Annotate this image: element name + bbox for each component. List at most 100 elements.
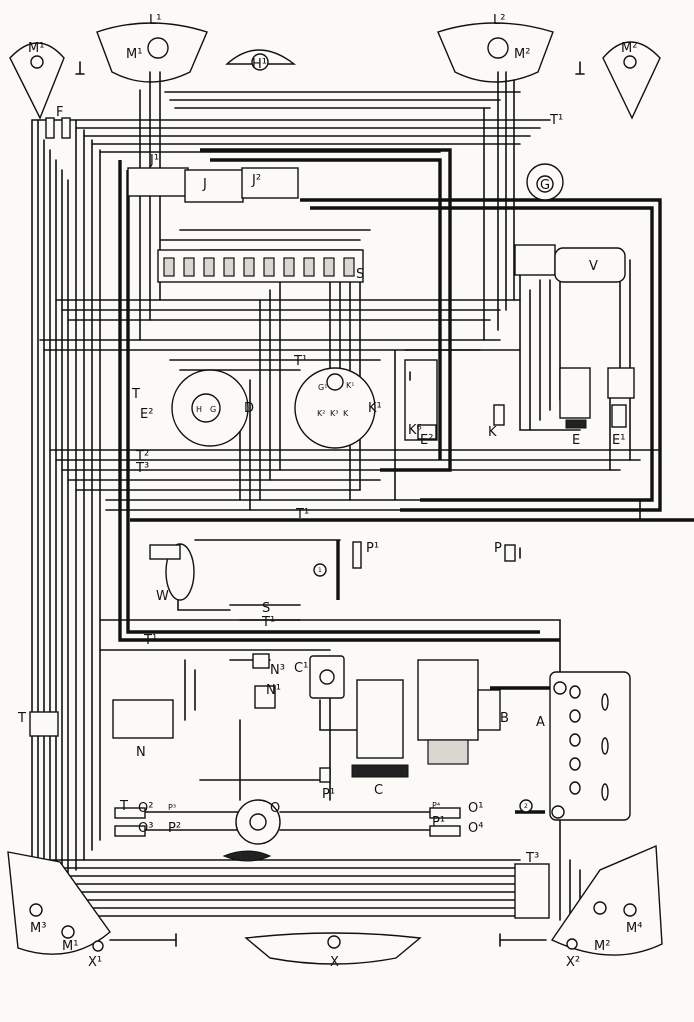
label-m1-left: M¹ bbox=[28, 41, 44, 56]
horn-housing: H¹ bbox=[225, 49, 297, 72]
front-left-turn-housing: M¹ bbox=[9, 41, 65, 120]
label-g1: G¹ bbox=[318, 383, 327, 392]
fuse-box: S bbox=[157, 249, 364, 283]
label-o4: O⁴ bbox=[468, 821, 483, 836]
label-n: N bbox=[136, 745, 146, 760]
regulator-c1: C¹ bbox=[294, 655, 345, 699]
label-d: D bbox=[244, 401, 254, 416]
door-switch-f: F bbox=[45, 105, 71, 139]
label-m4: M⁴ bbox=[626, 921, 642, 936]
label-m2-rear: M² bbox=[594, 939, 610, 954]
heater-w: W bbox=[149, 543, 195, 604]
label-g: G bbox=[540, 178, 550, 193]
label-ground-2: 2 bbox=[524, 803, 528, 810]
battery-a: A bbox=[536, 671, 631, 821]
label-o2: O² bbox=[138, 801, 153, 816]
label-t1-loop: T¹ bbox=[143, 633, 157, 648]
label-k1: K¹ bbox=[368, 401, 382, 416]
label-m3: M³ bbox=[30, 921, 46, 936]
label-h1: H¹ bbox=[252, 57, 267, 72]
headlight-right-housing: L² M² bbox=[437, 13, 554, 83]
label-p1-top: P¹ bbox=[366, 541, 379, 556]
label-t1-top: T¹ bbox=[293, 354, 307, 369]
label-t-left: T bbox=[17, 711, 26, 726]
wiper-motor: V bbox=[514, 244, 626, 283]
label-l1: L¹ bbox=[149, 13, 161, 28]
label-m2-right: M² bbox=[621, 41, 637, 56]
front-right-turn-housing: M² bbox=[602, 41, 661, 120]
label-w: W bbox=[156, 589, 169, 604]
relay-j: J bbox=[184, 169, 244, 203]
label-a: A bbox=[536, 715, 545, 730]
label-m2-headlight: M² bbox=[514, 47, 530, 62]
connector-t3-rear: T³ bbox=[514, 851, 550, 919]
label-c1: C¹ bbox=[294, 661, 308, 676]
label-e1: E¹ bbox=[612, 433, 625, 448]
tail-light-left: M³ M¹ X¹ bbox=[7, 851, 111, 970]
relay-j2: J² bbox=[241, 167, 299, 199]
connector-t1-top: T¹ bbox=[293, 354, 307, 369]
label-m1-headlight: M¹ bbox=[126, 47, 142, 62]
label-t: T bbox=[131, 387, 140, 402]
label-t1-mid: T¹ bbox=[295, 507, 309, 522]
starter-b: B bbox=[417, 659, 509, 765]
ground-1: 1 bbox=[313, 540, 340, 600]
switch-e1: E¹ bbox=[607, 367, 635, 448]
label-x: X bbox=[330, 955, 339, 970]
label-x1: X¹ bbox=[88, 955, 102, 970]
label-t-plug: T bbox=[119, 799, 128, 814]
label-e2-panel: E² bbox=[420, 433, 433, 448]
label-f: F bbox=[56, 105, 63, 120]
label-e2: E² bbox=[140, 407, 153, 422]
label-v: V bbox=[589, 259, 598, 274]
sender-n1: N¹ bbox=[254, 683, 281, 709]
label-t3-rear: T³ bbox=[525, 851, 539, 866]
oil-pressure-p1: P¹ bbox=[319, 767, 335, 802]
label-s-mid: S bbox=[262, 601, 270, 616]
generator-c: C bbox=[351, 679, 409, 798]
label-o: O bbox=[270, 801, 280, 816]
sender-n3: N³ bbox=[252, 653, 285, 678]
distributor-o: O bbox=[222, 799, 281, 862]
label-h-indicator: H bbox=[196, 405, 202, 414]
label-t2: T² bbox=[135, 449, 149, 464]
label-p2: P² bbox=[168, 821, 181, 836]
speedometer-cluster: H G D bbox=[171, 369, 254, 447]
brake-switch-p: P bbox=[494, 541, 516, 562]
label-m1-rear: M¹ bbox=[62, 939, 78, 954]
connector-t-left-lower: T bbox=[17, 711, 59, 737]
label-s-fuse: S bbox=[356, 267, 364, 282]
label-n1: N¹ bbox=[266, 683, 281, 698]
label-x2: X² bbox=[566, 955, 580, 970]
ground-marks bbox=[75, 61, 585, 947]
label-j1: J¹ bbox=[149, 153, 159, 168]
switch-s-mid: S T¹ T¹ bbox=[143, 601, 275, 648]
label-j2: J² bbox=[251, 173, 261, 188]
ground-2: 2 bbox=[519, 799, 533, 813]
label-o3: O³ bbox=[138, 821, 153, 836]
label-k-right: K bbox=[488, 425, 497, 440]
label-p1-engine: P¹ bbox=[322, 787, 335, 802]
label-o1: O¹ bbox=[468, 801, 483, 816]
coil-n: N bbox=[112, 699, 174, 760]
label-p1-plug: P¹ bbox=[432, 815, 445, 830]
label-b: B bbox=[500, 711, 509, 726]
tail-light-right: M² M⁴ X² bbox=[550, 844, 663, 970]
fuel-gauge: G bbox=[526, 163, 564, 201]
label-t1-upper: T¹ bbox=[549, 113, 563, 128]
label-n3: N³ bbox=[270, 663, 285, 678]
spark-plugs-right: P⁴ P¹ O¹ O⁴ bbox=[429, 801, 483, 837]
label-k6: K⁶ bbox=[408, 423, 422, 438]
label-j: J bbox=[202, 177, 207, 192]
label-k3: K³ bbox=[330, 409, 338, 418]
relay-j1: J¹ bbox=[127, 153, 189, 197]
label-l2: L² bbox=[493, 13, 505, 28]
label-c: C bbox=[374, 783, 383, 798]
brake-switch-p1-top: P¹ bbox=[352, 541, 379, 569]
plate-light: X bbox=[244, 932, 422, 970]
label-t1-lower: T¹ bbox=[261, 615, 275, 630]
label-g-indicator: G bbox=[210, 405, 216, 414]
label-e: E bbox=[572, 433, 580, 448]
warning-k-right: K bbox=[488, 404, 505, 440]
